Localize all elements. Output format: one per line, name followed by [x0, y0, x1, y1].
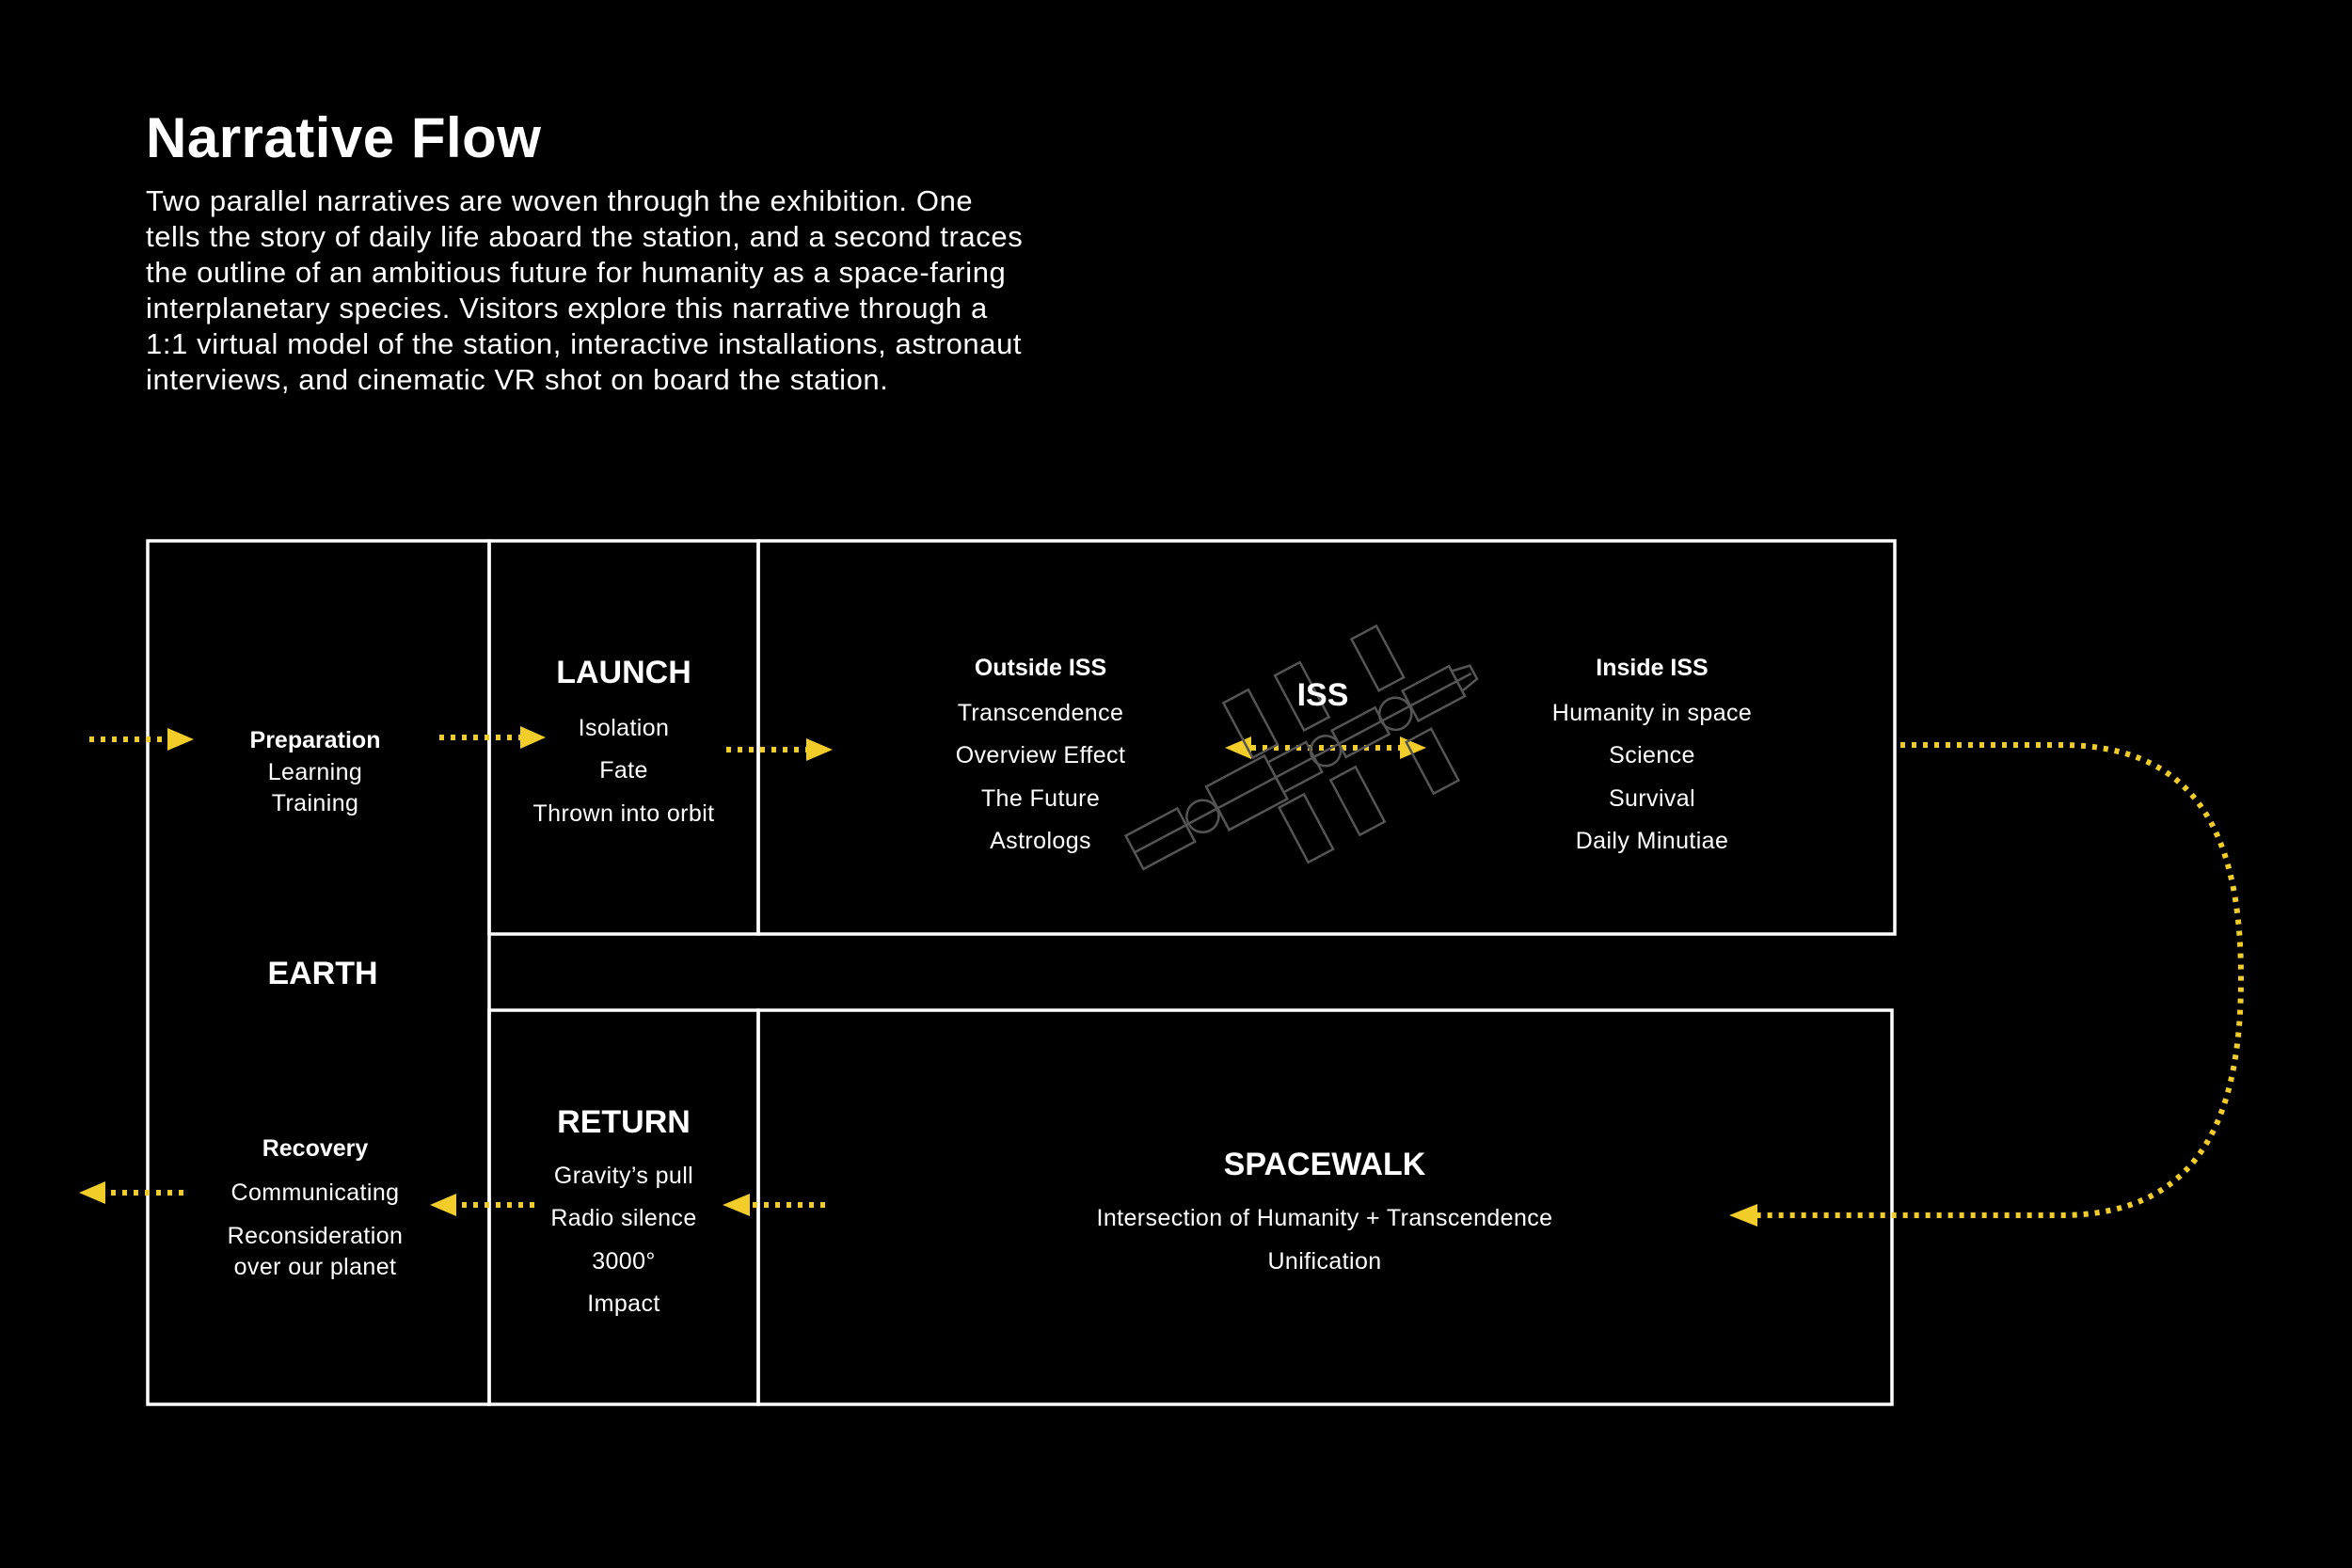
- arrow-head-right: [806, 738, 833, 761]
- spacewalk-label: SPACEWALK: [1224, 1147, 1426, 1182]
- space-station-icon: [1123, 624, 1479, 871]
- outside-iss-item: The Future: [981, 785, 1100, 812]
- spacewalk-item: Intersection of Humanity + Transcendence: [1096, 1205, 1552, 1231]
- arrow-head-right: [520, 726, 546, 749]
- launch-item: Isolation: [579, 715, 670, 741]
- recovery-item: over our planet: [234, 1254, 397, 1280]
- spacewalk-item: Unification: [1267, 1248, 1381, 1275]
- recovery-heading: Recovery: [262, 1135, 369, 1162]
- page-title: Narrative Flow: [146, 106, 542, 170]
- launch-item: Thrown into orbit: [533, 800, 715, 827]
- arrow-head-left: [430, 1194, 456, 1216]
- recovery-item: Reconsideration: [228, 1223, 404, 1249]
- return-item: Gravity’s pull: [554, 1163, 693, 1189]
- earth-box: [146, 539, 491, 1406]
- outside-iss-item: Overview Effect: [956, 742, 1126, 768]
- intro-line: the outline of an ambitious future for h…: [146, 256, 1007, 289]
- launch-label: LAUNCH: [556, 655, 691, 690]
- return-item: Impact: [587, 1291, 660, 1317]
- flow-arrows: [79, 726, 2245, 1227]
- preparation-item: Learning: [268, 759, 363, 785]
- preparation-item: Training: [272, 790, 359, 816]
- arrow-head-left: [1729, 1204, 1757, 1227]
- return-item: 3000°: [592, 1248, 656, 1275]
- return-item: Radio silence: [550, 1205, 696, 1231]
- inside-iss-item: Survival: [1609, 785, 1695, 812]
- inside-iss-item: Science: [1609, 742, 1695, 768]
- intro-line: interviews, and cinematic VR shot on boa…: [146, 363, 889, 396]
- intro-paragraph: Two parallel narratives are woven throug…: [146, 183, 1143, 398]
- recovery-item: Communicating: [231, 1180, 400, 1206]
- earth-label: EARTH: [267, 956, 377, 991]
- intro-line: interplanetary species. Visitors explore…: [146, 292, 988, 325]
- launch-item: Fate: [599, 757, 648, 784]
- flow-loop-iss-to-spacewalk: [1757, 742, 2245, 1218]
- arrow-head-left: [79, 1181, 105, 1204]
- outside-iss-item: Astrologs: [990, 828, 1091, 854]
- preparation-heading: Preparation: [250, 727, 381, 753]
- intro-line: 1:1 virtual model of the station, intera…: [146, 327, 1023, 360]
- outside-iss-heading: Outside ISS: [975, 655, 1106, 681]
- arrow-head-left: [723, 1194, 750, 1216]
- iss-box: [756, 539, 1897, 936]
- iss-label: ISS: [1297, 677, 1349, 713]
- arrow-head-right: [167, 728, 194, 751]
- inside-iss-item: Daily Minutiae: [1576, 828, 1729, 854]
- inside-iss-heading: Inside ISS: [1596, 655, 1708, 681]
- intro-line: tells the story of daily life aboard the…: [146, 220, 1024, 253]
- intro-line: Two parallel narratives are woven throug…: [146, 184, 974, 217]
- outside-iss-item: Transcendence: [958, 700, 1124, 726]
- inside-iss-item: Humanity in space: [1552, 700, 1752, 726]
- spacewalk-box: [756, 1008, 1894, 1406]
- return-label: RETURN: [557, 1104, 691, 1140]
